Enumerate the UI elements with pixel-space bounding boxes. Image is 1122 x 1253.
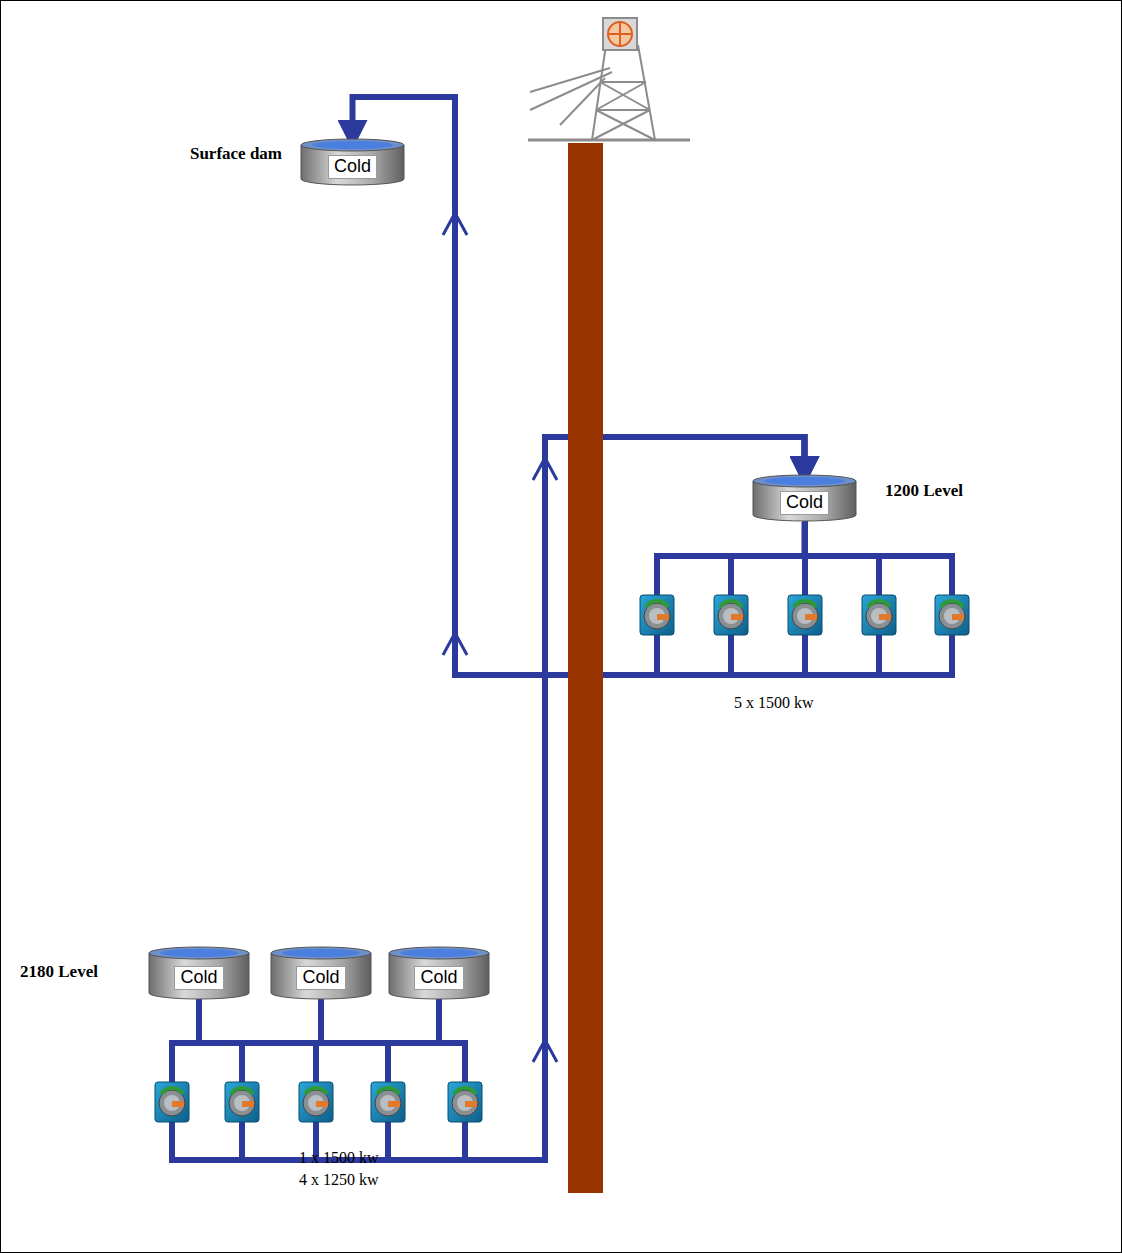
tank-label: Cold — [780, 491, 829, 515]
pump-icon — [155, 595, 969, 1122]
tank-label: Cold — [414, 966, 463, 990]
water-tank: Cold — [270, 946, 372, 1000]
water-pipe — [172, 437, 805, 1160]
pump-rating: 4 x 1250 kw — [299, 1171, 379, 1189]
pump-manifold — [657, 520, 952, 675]
water-tank: Cold — [148, 946, 250, 1000]
level-label: 1200 Level — [885, 481, 963, 501]
dam-name: Surface dam — [190, 144, 282, 164]
flow-arrow — [443, 213, 557, 1062]
water-pipe — [172, 437, 805, 1160]
water-tank: Cold — [752, 474, 857, 522]
tank-label: Cold — [296, 966, 345, 990]
headframe — [528, 18, 690, 140]
water-tank: Surface damCold — [300, 138, 405, 186]
pump-rating: 1 x 1500 kw — [299, 1149, 379, 1167]
water-tank: Cold — [388, 946, 490, 1000]
tank-label: Cold — [328, 155, 377, 179]
water-pipe — [172, 437, 805, 1160]
tank-label: Cold — [174, 966, 223, 990]
level-label: 2180 Level — [20, 962, 98, 982]
shaft — [568, 143, 603, 1193]
pump-rating: 5 x 1500 kw — [734, 694, 814, 712]
pump-manifold — [172, 1000, 545, 1160]
